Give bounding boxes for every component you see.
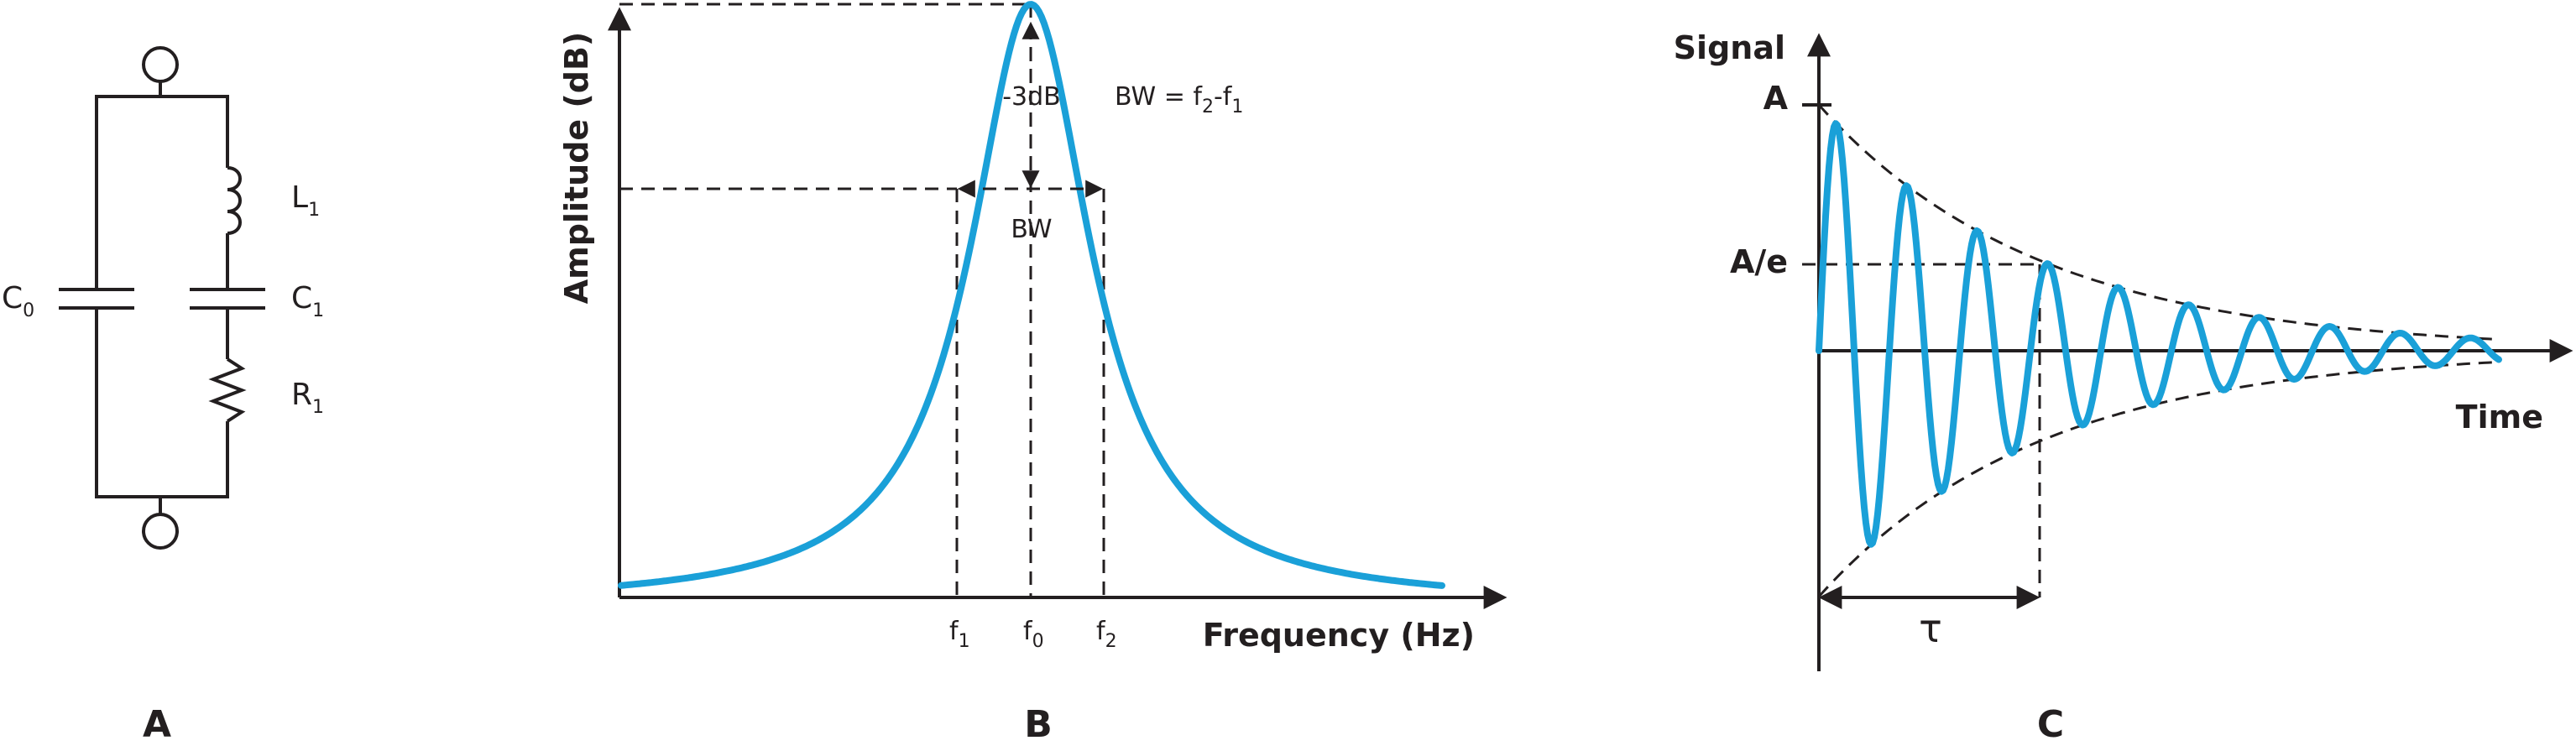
resistor-r1 [208, 357, 247, 423]
resonance-curve [618, 1, 1445, 589]
tick-f0: f0 [1023, 617, 1044, 652]
tick-f2: f2 [1096, 617, 1117, 652]
panel-b-resonance: -3dB BW BW = f2-f1 f1 f0 f2 Frequency (H… [558, 1, 1507, 746]
y-axis-label: Amplitude (dB) [558, 32, 595, 305]
amplitude-label: A [1763, 80, 1789, 117]
label-c0: C0 [2, 281, 34, 321]
tau-label: τ [1919, 606, 1942, 651]
panel-c-decay: τ Signal Time A A/e C [1674, 29, 2573, 746]
bw-label: BW [1011, 215, 1052, 244]
label-r1: R1 [291, 378, 324, 418]
panel-a-circuit: L1 C1 R1 C0 A [2, 46, 324, 746]
panel-label-a: A [143, 703, 171, 746]
minus-3db-label: -3dB [1002, 82, 1061, 112]
top-wire [95, 95, 229, 289]
amplitude-e-label: A/e [1730, 243, 1788, 280]
top-terminal [142, 46, 179, 83]
bottom-wire [95, 308, 229, 498]
time-axis-label: Time [2456, 399, 2543, 435]
bottom-terminal [142, 513, 179, 550]
inductor-l1 [227, 166, 242, 235]
panel-label-b: B [1024, 703, 1053, 746]
panel-label-c: C [2037, 703, 2064, 746]
label-l1: L1 [291, 180, 320, 221]
label-c1: C1 [291, 281, 324, 321]
damped-signal [1816, 120, 2502, 548]
x-axis-label: Frequency (Hz) [1203, 617, 1475, 654]
bw-equation: BW = f2-f1 [1115, 82, 1243, 117]
tick-f1: f1 [949, 617, 970, 652]
signal-axis-label: Signal [1674, 29, 1785, 66]
envelope-upper [1817, 103, 2500, 341]
